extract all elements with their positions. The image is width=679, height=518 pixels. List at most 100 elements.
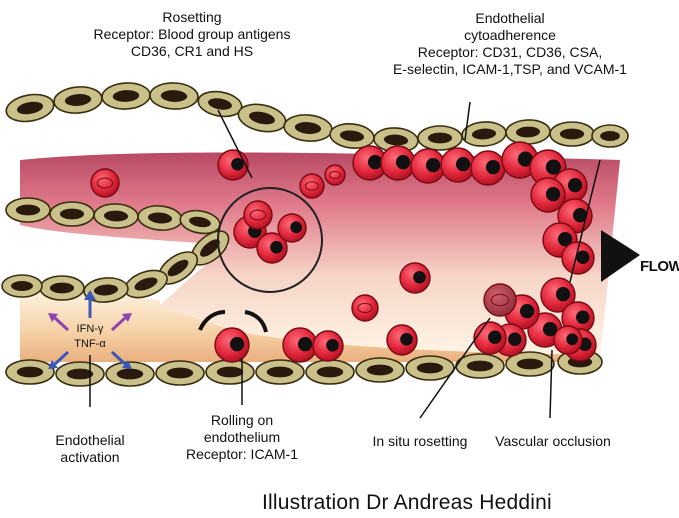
parasite [426,158,440,172]
endothelial-cell [456,354,504,378]
cell-nucleus [517,359,543,370]
parasite [231,158,244,171]
endothelial-cell [256,360,304,384]
rbc [91,169,119,197]
parasite [576,310,589,323]
parasite [290,221,302,233]
parasite [270,241,283,254]
infected-rbc [441,148,475,182]
endothelial-cell [236,100,288,135]
rbc-body [352,295,378,321]
parasite [566,333,578,345]
cell-nucleus [417,363,443,374]
tnf-alpha-label: TNF-α [70,338,110,351]
parasite [413,271,426,284]
rbc [244,201,272,229]
endothelial-cell [156,361,204,385]
parasite [456,157,470,171]
cell-nucleus [428,133,452,144]
endothelial-cell [506,119,551,145]
parasite [396,155,410,169]
parasite [326,339,339,352]
cytoadherence-title-2: cytoadherence [370,27,650,44]
cell-nucleus [217,367,243,378]
cell-nucleus [67,369,93,380]
activation-label: Endothelial activation [40,432,140,466]
rolling-line-2: endothelium [182,429,302,446]
endothelial-cell [6,360,54,384]
parasite [488,330,501,343]
endothelial-cell [418,126,462,150]
parasite [576,250,589,263]
cell-nucleus [17,367,43,378]
parasite [520,304,534,318]
infected-rbc [554,326,582,354]
infected-rbc [218,150,248,180]
infected-rbc [400,263,430,293]
cell-nucleus [267,367,293,378]
infected-rbc [381,146,415,180]
cell-nucleus [117,369,143,380]
cell-nucleus [467,361,493,372]
rbc-body [325,165,345,185]
cell-nucleus [50,283,74,294]
endothelial-cell [461,120,507,147]
cytoadherence-receptor: Receptor: CD31, CD36, CSA, [370,44,650,61]
infected-rbc [215,328,249,362]
parasite [400,333,413,346]
endothelial-cell [94,203,139,229]
parasite [568,178,582,192]
parasite [368,155,382,169]
endothelial-cell [406,356,454,380]
rbc [300,174,324,198]
rosetting-receptor: Receptor: Blood group antigens [82,26,302,43]
ifn-gamma-label: IFN-γ [70,323,110,336]
in-situ-rosetting-label: In situ rosetting [355,433,485,450]
endothelial-cell [6,198,50,222]
illustration-credit: Illustration Dr Andreas Heddini [262,491,552,515]
rbc-body [91,169,119,197]
rolling-label: Rolling on endothelium Receptor: ICAM-1 [182,412,302,463]
cytoadherence-title-1: Endothelial [370,10,650,27]
infected-rbc [387,325,417,355]
endothelial-cell [2,275,42,297]
endothelial-cell [306,360,354,384]
rbc-body [244,201,272,229]
rosetting-label: Rosetting Receptor: Blood group antigens… [82,9,302,60]
infected-rbc [471,151,505,185]
parasite [508,332,521,345]
cell-nucleus [16,205,40,216]
parasite [486,160,500,174]
cell-nucleus [367,365,393,376]
rbc [325,165,345,185]
rosetting-receptor-cont: CD36, CR1 and HS [82,43,302,60]
flow-label: FLOW [640,258,679,275]
endothelial-cell [283,113,333,143]
infected-rbc [278,214,306,242]
activation-line-2: activation [40,449,140,466]
cytoadherence-label: Endothelial cytoadherence Receptor: CD31… [370,10,650,78]
endothelial-cell [50,202,94,226]
rbc [352,295,378,321]
infected-rbc [313,331,343,361]
cell-nucleus [167,368,193,379]
cell-nucleus [560,129,584,140]
vascular-occlusion-label: Vascular occlusion [488,433,618,450]
endothelial-cell [550,122,594,146]
rbc-body [300,174,324,198]
endothelial-cell [4,91,56,125]
endothelial-cell [150,82,199,110]
cell-nucleus [317,367,343,378]
rosetting-title: Rosetting [82,9,302,26]
flow-arrow-icon [601,230,640,282]
endothelial-cell [356,358,404,382]
parasite [298,337,312,351]
cell-nucleus [600,131,620,141]
infected-rbc [411,149,445,183]
endothelial-cell [206,360,254,384]
endothelial-cell [101,82,150,110]
activation-line-1: Endothelial [40,432,140,449]
parasite [546,187,560,201]
parasite [556,287,570,301]
